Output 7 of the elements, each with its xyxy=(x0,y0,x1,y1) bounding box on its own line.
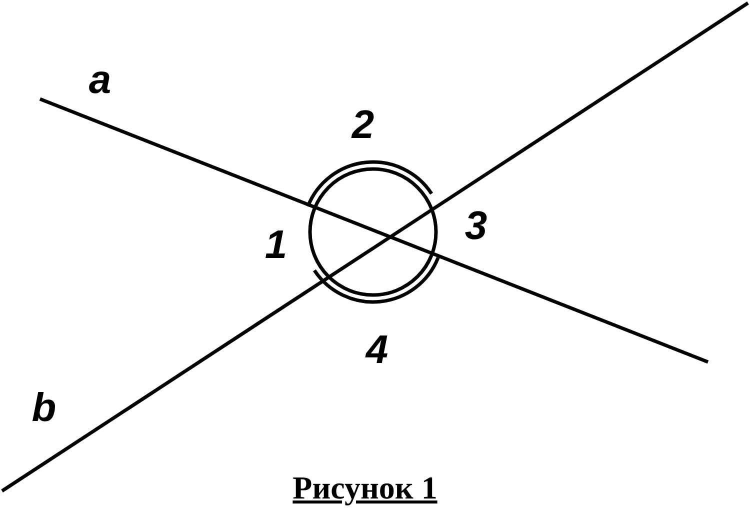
line-label: b xyxy=(32,388,56,428)
angle-number: 3 xyxy=(464,206,488,246)
angle-number: 4 xyxy=(366,330,388,370)
angle-number: 2 xyxy=(352,105,374,145)
angle-number: 1 xyxy=(264,225,288,265)
line-label: a xyxy=(88,60,112,100)
figure-caption: Рисунок 1 xyxy=(292,470,438,506)
